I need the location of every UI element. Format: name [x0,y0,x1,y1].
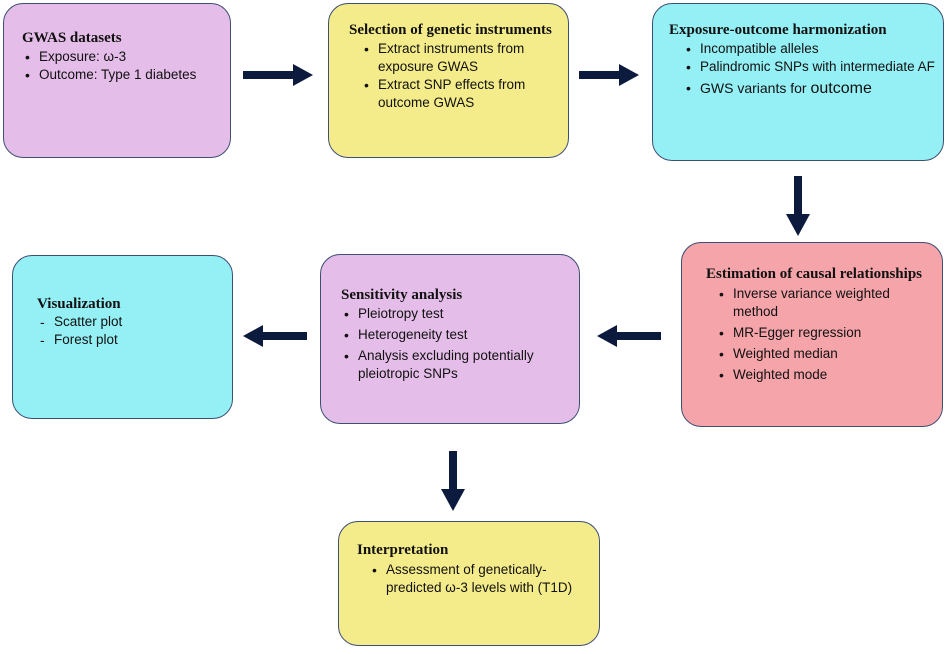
estimation-item-median: Weighted median [716,345,934,363]
estimation-box: Estimation of causal relationships Inver… [681,242,943,427]
visualization-title: Visualization [37,296,121,312]
sensitivity-title: Sensitivity analysis [341,287,463,303]
arrow-left-2-icon [243,325,307,347]
interpretation-item: Assessment of genetically-predicted ω-3 … [369,561,591,597]
estimation-title: Estimation of causal relationships [706,266,922,282]
harmonization-item-gws: GWS variants for outcome [683,79,935,98]
harmonization-title: Exposure-outcome harmonization [669,22,887,38]
arrow-down-1-icon [786,176,810,236]
gws-prefix: GWS variants for [700,80,811,96]
selection-instruments-box: Selection of genetic instruments Extract… [328,3,569,158]
gwas-item-outcome: Outcome: Type 1 diabetes [22,66,218,84]
arrow-right-1-icon [243,64,313,86]
estimation-item-egger: MR-Egger regression [716,324,934,342]
harmonization-box: Exposure-outcome harmonization Incompati… [652,3,944,161]
interpretation-box: Interpretation Assessment of genetically… [338,521,600,646]
gwas-item-exposure: Exposure: ω-3 [22,48,218,66]
sensitivity-item-pleiotropy: Pleiotropy test [341,305,571,323]
arrow-right-2-icon [579,64,639,86]
sensitivity-item-heterogeneity: Heterogeneity test [341,326,571,344]
gwas-datasets-title: GWAS datasets [22,30,122,46]
estimation-item-mode: Weighted mode [716,366,934,384]
arrow-down-2-icon [441,451,465,511]
sensitivity-item-excluding: Analysis excluding potentially pleiotrop… [341,347,571,383]
interpretation-title: Interpretation [357,542,449,558]
visualization-item-forest: Forest plot [37,331,224,349]
selection-item-outcome: Extract SNP effects from outcome GWAS [361,76,560,112]
selection-item-exposure: Extract instruments from exposure GWAS [361,40,560,76]
gwas-datasets-box: GWAS datasets Exposure: ω-3 Outcome: Typ… [3,3,231,158]
estimation-item-ivw: Inverse variance weighted method [716,285,934,321]
harmonization-item-palindromic: Palindromic SNPs with intermediate AF [683,58,935,76]
arrow-left-1-icon [597,325,661,347]
visualization-box: Visualization Scatter plot Forest plot [12,255,233,419]
gws-outcome: outcome [810,80,872,97]
sensitivity-box: Sensitivity analysis Pleiotropy test Het… [320,254,580,424]
harmonization-item-alleles: Incompatible alleles [683,40,935,58]
visualization-item-scatter: Scatter plot [37,313,224,331]
selection-instruments-title: Selection of genetic instruments [349,22,552,38]
